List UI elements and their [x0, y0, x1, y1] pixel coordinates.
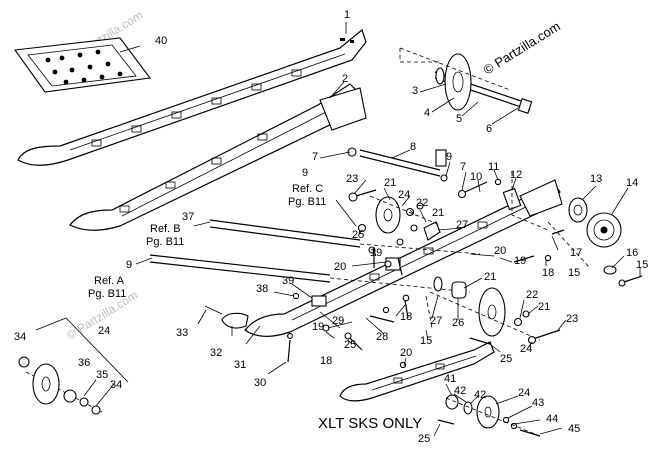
callout-23b: 23	[566, 313, 578, 325]
ref-c-line1: Ref. C	[292, 183, 323, 195]
callout-20b: 20	[494, 245, 506, 257]
watermark-main: © Partzilla.com	[481, 18, 563, 77]
callout-numbers: 1 40 2 3 4 5 6 7 8 9 7 10 11 12 13 14 16…	[14, 9, 648, 445]
callout-12: 12	[510, 169, 522, 181]
callout-27b: 27	[430, 315, 442, 327]
part-40-plate	[14, 37, 152, 93]
callout-10: 10	[470, 171, 482, 183]
callout-25d: 25	[418, 433, 430, 445]
callout-24b: 24	[520, 343, 532, 355]
ref-a-line2: Pg. B11	[88, 288, 126, 300]
callout-5: 5	[456, 113, 462, 125]
callout-18a: 18	[542, 267, 554, 279]
callout-19c: 19	[312, 321, 324, 333]
callout-33: 33	[176, 327, 188, 339]
callout-37: 37	[182, 211, 194, 223]
callout-35: 35	[96, 369, 108, 381]
callout-7b: 7	[460, 161, 466, 173]
callout-27a: 27	[456, 219, 468, 231]
callout-22a: 22	[416, 197, 428, 209]
rear-wheel-right	[547, 197, 643, 287]
callout-9c: 9	[126, 259, 132, 271]
lower-frame-rail	[244, 179, 563, 337]
callout-21a: 21	[384, 177, 396, 189]
ref-b-line1: Ref. B	[150, 223, 181, 235]
callout-9a: 9	[446, 151, 452, 163]
callout-15a: 15	[636, 259, 648, 271]
callout-17: 17	[570, 247, 582, 259]
xlt-sks-note: XLT SKS ONLY	[318, 415, 422, 432]
callout-25a: 25	[352, 229, 364, 241]
callout-21b: 21	[432, 207, 444, 219]
callout-1: 1	[344, 9, 350, 21]
reference-labels: Ref. C Pg. B11 Ref. B Pg. B11 Ref. A Pg.…	[88, 183, 357, 300]
callout-20c: 20	[400, 347, 412, 359]
callout-44: 44	[546, 413, 558, 425]
callout-15b: 15	[568, 267, 580, 279]
part-1-rail-upper	[17, 28, 367, 166]
callout-31: 31	[234, 359, 246, 371]
callout-42b: 42	[474, 389, 486, 401]
callout-18c: 18	[320, 355, 332, 367]
callout-43: 43	[532, 397, 544, 409]
callout-16: 16	[626, 247, 638, 259]
callout-6: 6	[486, 123, 492, 135]
callout-2: 2	[342, 73, 348, 85]
callout-29: 29	[332, 315, 344, 327]
callout-9b: 9	[302, 167, 308, 179]
callout-39: 39	[282, 275, 294, 287]
callout-19a: 19	[370, 247, 382, 259]
ref-a-line1: Ref. A	[94, 275, 125, 287]
callout-11: 11	[488, 161, 499, 173]
callout-13: 13	[590, 173, 602, 185]
callout-4: 4	[424, 107, 430, 119]
callout-26: 26	[452, 317, 464, 329]
callout-21d: 21	[538, 301, 550, 313]
callout-23a: 23	[346, 173, 358, 185]
leader-lines	[83, 22, 641, 437]
callout-7a: 7	[312, 151, 318, 163]
callout-34b: 34	[110, 379, 122, 391]
callout-42a: 42	[454, 385, 466, 397]
part-32-33	[204, 305, 249, 329]
callout-24c: 24	[518, 387, 530, 399]
callout-21c: 21	[484, 271, 496, 283]
callout-20a: 20	[334, 261, 346, 273]
callout-3: 3	[412, 85, 418, 97]
xlt-sks-assembly	[339, 341, 541, 437]
idler-wheel-upper-left	[348, 189, 441, 254]
wheel-assembly-bottom-left	[18, 317, 129, 415]
callout-30: 30	[254, 377, 266, 389]
callout-25c: 25	[500, 353, 512, 365]
ref-c-line2: Pg. B11	[288, 196, 326, 208]
callout-24d: 24	[98, 325, 110, 337]
callout-34a: 34	[14, 331, 26, 343]
callout-41: 41	[444, 373, 456, 385]
callout-40: 40	[155, 35, 167, 47]
callout-22b: 22	[526, 289, 538, 301]
callout-32: 32	[210, 347, 222, 359]
cross-shafts	[149, 149, 481, 293]
callout-14: 14	[626, 177, 638, 189]
callout-45: 45	[568, 423, 580, 435]
callout-18b: 18	[400, 311, 412, 323]
idler-wheel-lower	[429, 276, 561, 345]
callout-36: 36	[78, 357, 90, 369]
part-2-rail-lower	[69, 83, 367, 231]
top-hardware	[347, 147, 549, 231]
ref-b-line2: Pg. B11	[146, 236, 184, 248]
callout-24a: 24	[398, 189, 410, 201]
callout-38: 38	[256, 283, 268, 295]
callout-15c: 15	[420, 335, 432, 347]
part-3-6-rear-axle	[399, 47, 533, 114]
callout-19b: 19	[514, 255, 526, 267]
callout-25b: 25	[344, 339, 356, 351]
callout-28: 28	[376, 331, 388, 343]
callout-8: 8	[410, 141, 416, 153]
